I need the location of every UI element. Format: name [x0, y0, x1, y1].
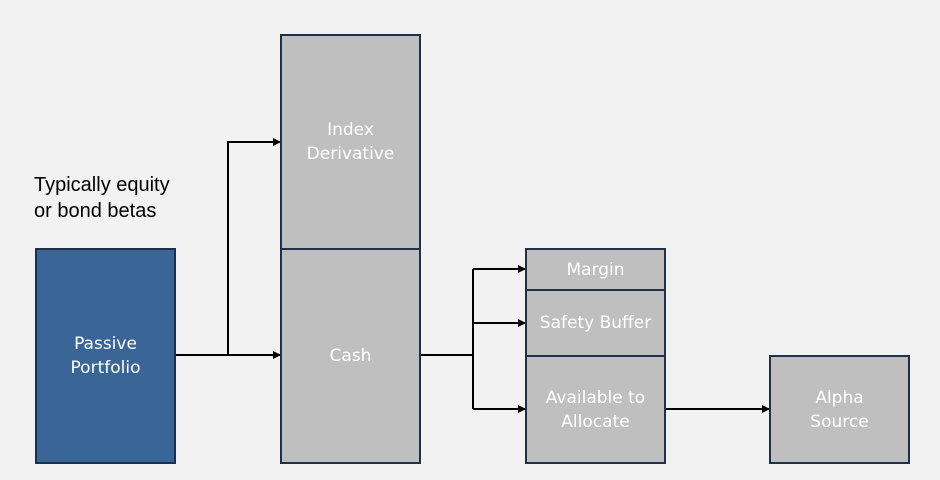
- passive-portfolio-label: Passive Portfolio: [70, 334, 141, 378]
- cash-box: Cash: [280, 248, 421, 464]
- cash-label: Cash: [329, 346, 372, 366]
- margin-box: Margin: [525, 248, 666, 291]
- safety-buffer-label: Safety Buffer: [539, 313, 652, 333]
- annotation-typical-betas: Typically equity or bond betas: [34, 174, 170, 222]
- arrow-passive-to-index-derivative: [227, 138, 281, 355]
- available-to-allocate-label: Available to Allocate: [545, 387, 646, 432]
- available-to-allocate-box: Available to Allocate: [525, 355, 666, 464]
- index-derivative-box: Index Derivative: [280, 34, 421, 250]
- margin-label: Margin: [566, 259, 625, 280]
- alpha-source-label: Alpha Source: [810, 387, 869, 432]
- safety-buffer-box: Safety Buffer: [525, 289, 666, 357]
- passive-portfolio-box: Passive Portfolio: [35, 248, 176, 464]
- alpha-source-box: Alpha Source: [769, 355, 910, 464]
- index-derivative-label: Index Derivative: [306, 120, 395, 164]
